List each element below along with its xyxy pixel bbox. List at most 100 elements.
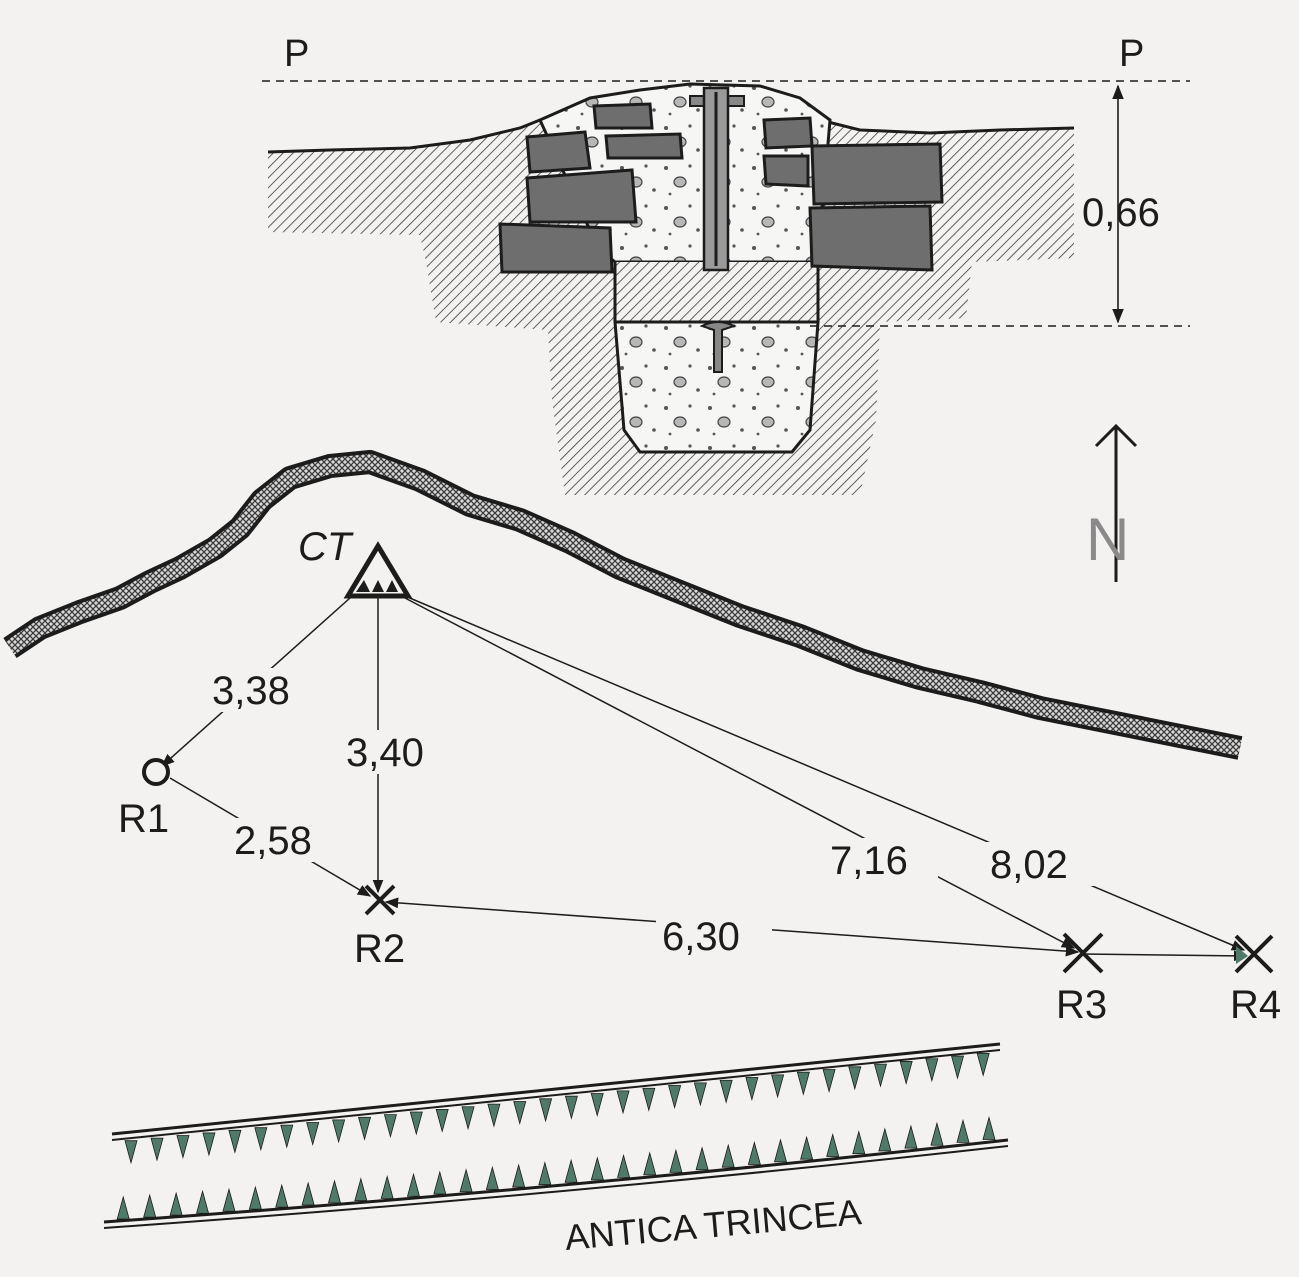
trench-tooth (228, 1129, 242, 1154)
stone-block (808, 204, 934, 272)
trench-tooth (196, 1189, 210, 1214)
trench-tooth (930, 1121, 944, 1146)
stone-block (592, 102, 654, 130)
plane-label-right: P (1119, 33, 1144, 75)
stone-block (810, 142, 944, 206)
trench-tooth (745, 1077, 759, 1102)
trench-bottom-line (103, 1138, 1009, 1224)
distance-r1-r2: 2,58 (234, 819, 312, 863)
reference-r4: R4 (1230, 934, 1281, 1027)
trench-tooth (222, 1187, 236, 1212)
reference-r3: R3 (1056, 932, 1107, 1027)
trench-tooth (406, 1172, 421, 1197)
station-ct: CT (298, 525, 413, 599)
trench-tooth (539, 1098, 553, 1123)
r4-label: R4 (1230, 983, 1281, 1027)
distance-ct-r2: 3,40 (346, 731, 424, 775)
stone-block (604, 132, 684, 160)
benchmark-rod (689, 86, 745, 272)
cross-marker-icon (364, 884, 396, 916)
trench-tooth (616, 1090, 630, 1115)
trench-tooth (327, 1179, 342, 1204)
trench-tooth (358, 1116, 372, 1141)
trench-label: ANTICA TRINCEA (563, 1191, 863, 1258)
stone-block (525, 130, 592, 174)
trench-top-line (111, 1049, 1001, 1141)
trench-tooth (590, 1156, 604, 1181)
cross-marker-icon (1234, 934, 1274, 974)
trench-tooth (899, 1061, 913, 1085)
trench-tooth (848, 1066, 862, 1091)
trench-tooth (564, 1095, 578, 1120)
trench-teeth-bottom (116, 1115, 996, 1220)
trench-tooth (669, 1148, 683, 1173)
distance-ct-r1: 3,38 (212, 669, 290, 713)
ancient-trench: ANTICA TRINCEA (103, 1042, 1009, 1258)
trench-tooth (826, 1132, 840, 1157)
trench-tooth (747, 1141, 761, 1165)
circle-marker-icon (142, 758, 170, 786)
trench-tooth (254, 1127, 268, 1152)
station-label: CT (298, 525, 354, 569)
trench-tooth (564, 1158, 578, 1183)
trench-tooth (800, 1135, 814, 1160)
line-ct-r4 (404, 595, 1246, 951)
trench-tooth (248, 1185, 262, 1210)
reference-r2: R2 (354, 884, 405, 971)
trench-tooth (982, 1115, 996, 1140)
trench-tooth (693, 1082, 707, 1107)
trench-tooth (435, 1108, 449, 1133)
north-label: N (1086, 506, 1129, 573)
distance-r2-r3: 6,30 (662, 915, 740, 959)
trench-tooth (306, 1122, 320, 1147)
distance-ct-r3: 7,16 (830, 839, 908, 883)
trench-tooth (169, 1191, 183, 1216)
distance-labels: 3,38 3,40 2,58 7,16 8,02 6,30 (206, 668, 1096, 959)
ground-surface (267, 118, 1075, 154)
trench-tooth (513, 1101, 527, 1125)
trench-tooth (485, 1165, 499, 1190)
trench-tooth (124, 1140, 138, 1165)
trench-tooth (643, 1151, 657, 1176)
anchor-nail (699, 321, 737, 373)
r3-label: R3 (1056, 983, 1107, 1027)
trench-tooth (721, 1143, 735, 1168)
trench-tooth (116, 1195, 130, 1220)
compacted-layer (615, 262, 818, 322)
trench-tooth (904, 1124, 918, 1149)
distance-ct-r4: 8,02 (990, 843, 1068, 887)
trench-tooth (487, 1103, 501, 1128)
trench-tooth (976, 1052, 990, 1077)
trench-tooth (773, 1138, 788, 1163)
trench-tooth (459, 1168, 473, 1193)
trench-tooth (301, 1181, 315, 1206)
trench-tooth (202, 1132, 216, 1157)
trench-tooth (143, 1193, 157, 1218)
north-arrow: N (1086, 423, 1138, 582)
stone-block (762, 154, 810, 188)
trench-tooth (695, 1146, 709, 1171)
trench-tooth (332, 1119, 346, 1144)
stone-blocks (498, 102, 944, 274)
r1-label: R1 (118, 797, 169, 841)
trench-tooth (668, 1085, 682, 1110)
cross-section: P P (262, 33, 1190, 495)
line-r3-r4 (1081, 950, 1248, 962)
trench-tooth (719, 1079, 733, 1104)
line-ct-r3 (404, 597, 1076, 949)
trench-tooth (822, 1069, 836, 1094)
trench-tooth (383, 1114, 397, 1139)
stone-block (762, 116, 814, 150)
trench-tooth (461, 1106, 475, 1131)
trench-tooth (280, 1124, 294, 1149)
stone-block (498, 222, 614, 274)
trench-tooth (150, 1137, 164, 1162)
trench-tooth (538, 1161, 552, 1186)
trench-tooth (771, 1074, 785, 1099)
trench-tooth (852, 1130, 866, 1155)
r2-label: R2 (354, 927, 405, 971)
reference-r1: R1 (118, 758, 170, 841)
trench-top-line (111, 1042, 1001, 1136)
trench-tooth (590, 1093, 604, 1118)
